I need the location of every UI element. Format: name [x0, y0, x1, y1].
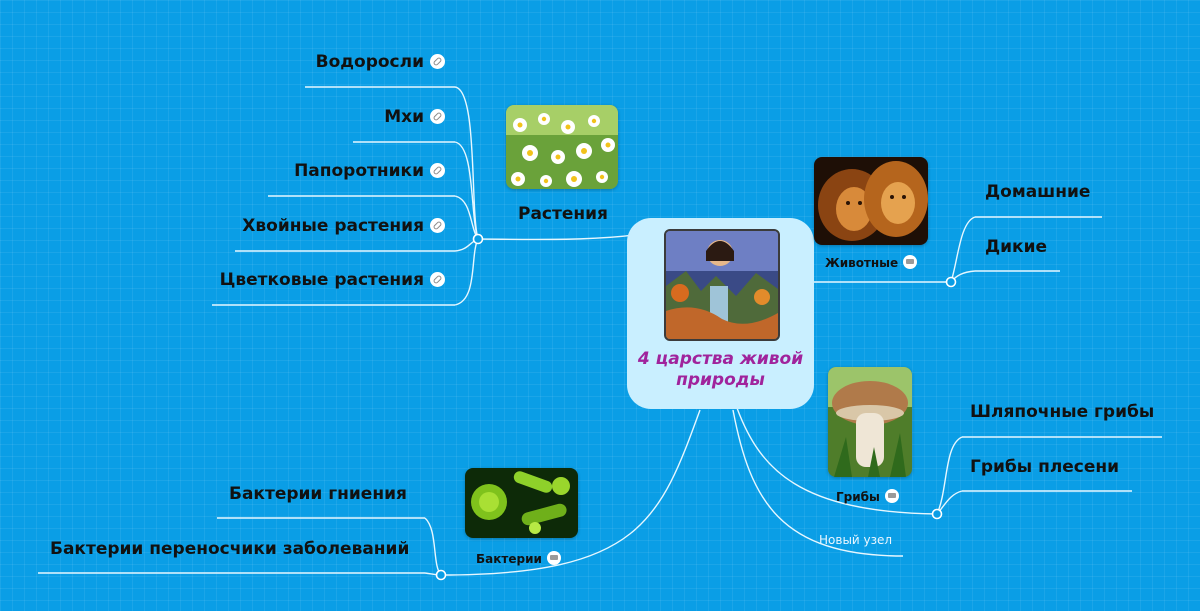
lions-image	[814, 157, 928, 245]
plants-child-label: Цветковые растения	[219, 270, 424, 290]
link-icon[interactable]	[430, 218, 445, 233]
link-icon[interactable]	[430, 109, 445, 124]
bacteria-child-decay[interactable]: Бактерии гниения	[229, 484, 407, 504]
bacteria-label: Бактерии	[476, 552, 542, 566]
central-topic[interactable]: 4 царства живой природы	[627, 218, 814, 409]
animals-node-label[interactable]: Животные	[825, 253, 918, 273]
plants-child-label: Папоротники	[294, 161, 424, 181]
fantasy-landscape-image	[664, 229, 780, 341]
mushroom-image	[828, 367, 912, 477]
central-topic-title: 4 царства живой природы	[637, 349, 804, 390]
plants-child-algae[interactable]: Водоросли	[305, 52, 445, 72]
plants-node-label[interactable]: Растения	[518, 204, 608, 224]
fungi-child-cap[interactable]: Шляпочные грибы	[970, 402, 1155, 422]
note-icon[interactable]	[546, 551, 561, 565]
fungi-child-mold[interactable]: Грибы плесени	[970, 457, 1120, 477]
chamomile-flowers-image	[506, 105, 618, 189]
plants-child-label: Водоросли	[315, 52, 424, 72]
animals-child-wild[interactable]: Дикие	[985, 237, 1048, 257]
bacteria-image	[465, 468, 578, 538]
link-icon[interactable]	[430, 163, 445, 178]
plants-child-ferns[interactable]: Папоротники	[265, 161, 445, 181]
link-icon[interactable]	[430, 272, 445, 287]
fungi-label: Грибы	[836, 490, 880, 504]
animals-child-domestic[interactable]: Домашние	[985, 182, 1091, 202]
plants-child-label: Хвойные растения	[242, 216, 424, 236]
fungi-node-label[interactable]: Грибы	[836, 487, 899, 507]
plants-child-mosses[interactable]: Мхи	[305, 107, 445, 127]
link-icon[interactable]	[430, 54, 445, 69]
plants-child-conifers[interactable]: Хвойные растения	[225, 216, 445, 236]
bacteria-child-disease[interactable]: Бактерии переносчики заболеваний	[50, 539, 410, 559]
note-icon[interactable]	[884, 489, 899, 503]
bacteria-node-label[interactable]: Бактерии	[476, 549, 561, 569]
plants-child-label: Мхи	[384, 107, 424, 127]
new-node-label[interactable]: Новый узел	[819, 533, 893, 547]
note-icon[interactable]	[903, 255, 918, 269]
plants-child-flowering[interactable]: Цветковые растения	[205, 270, 445, 290]
animals-label: Животные	[825, 256, 899, 270]
